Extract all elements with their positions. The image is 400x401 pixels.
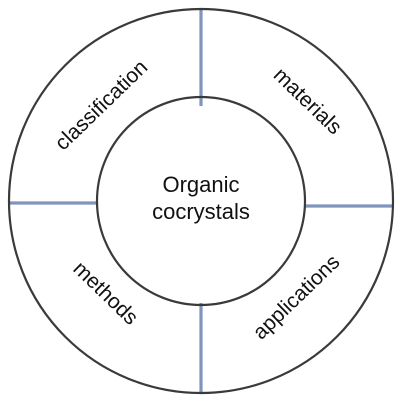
outer-ring: [7, 7, 395, 395]
segment-label-classification: classification: [51, 56, 153, 155]
center-label-line2: cocrystals: [152, 199, 250, 224]
center-label-line1: Organic: [162, 172, 239, 197]
segment-label-materials: materials: [269, 63, 346, 139]
inner-ring: [95, 95, 307, 307]
segment-label-methods: methods: [69, 257, 143, 329]
segment-label-applications: applications: [249, 251, 345, 345]
